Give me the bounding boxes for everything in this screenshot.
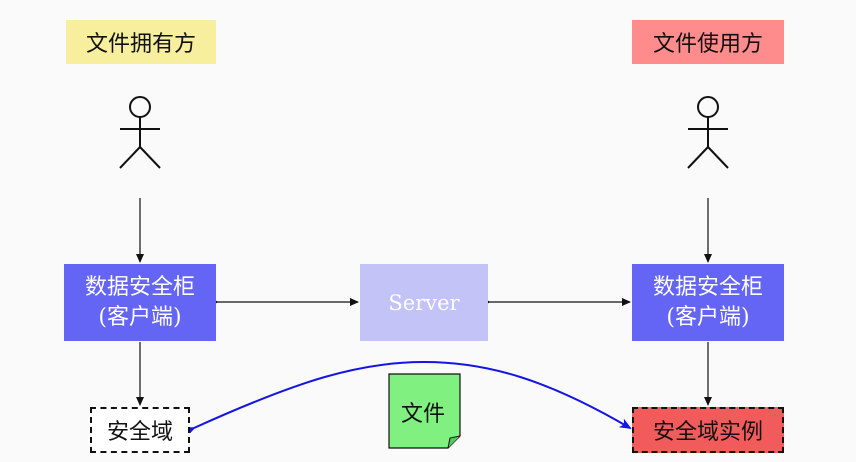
left-vault-subtitle: (客户端) xyxy=(98,304,182,330)
left-data-vault-client: 数据安全柜 (客户端) xyxy=(64,264,216,341)
left-vault-title: 数据安全柜 xyxy=(84,274,195,300)
file-document-icon xyxy=(388,373,461,449)
security-domain-label: 安全域 xyxy=(106,420,173,445)
right-vault-title: 数据安全柜 xyxy=(652,274,763,300)
security-domain: 安全域 xyxy=(90,407,190,453)
security-domain-instance-label: 安全域实例 xyxy=(652,420,763,445)
server-node: Server xyxy=(360,264,488,341)
file-owner-label: 文件拥有方 xyxy=(66,20,216,64)
file-user-label: 文件使用方 xyxy=(632,20,784,64)
file-label: 文件 xyxy=(400,402,445,427)
right-vault-subtitle: (客户端) xyxy=(666,304,750,330)
file-transfer-curve-arrow xyxy=(182,360,632,437)
server-label: Server xyxy=(388,290,460,315)
file-user-person-icon xyxy=(687,96,729,169)
right-data-vault-client: 数据安全柜 (客户端) xyxy=(632,264,784,341)
security-domain-instance: 安全域实例 xyxy=(632,407,784,453)
file-owner-person-icon xyxy=(119,96,161,169)
